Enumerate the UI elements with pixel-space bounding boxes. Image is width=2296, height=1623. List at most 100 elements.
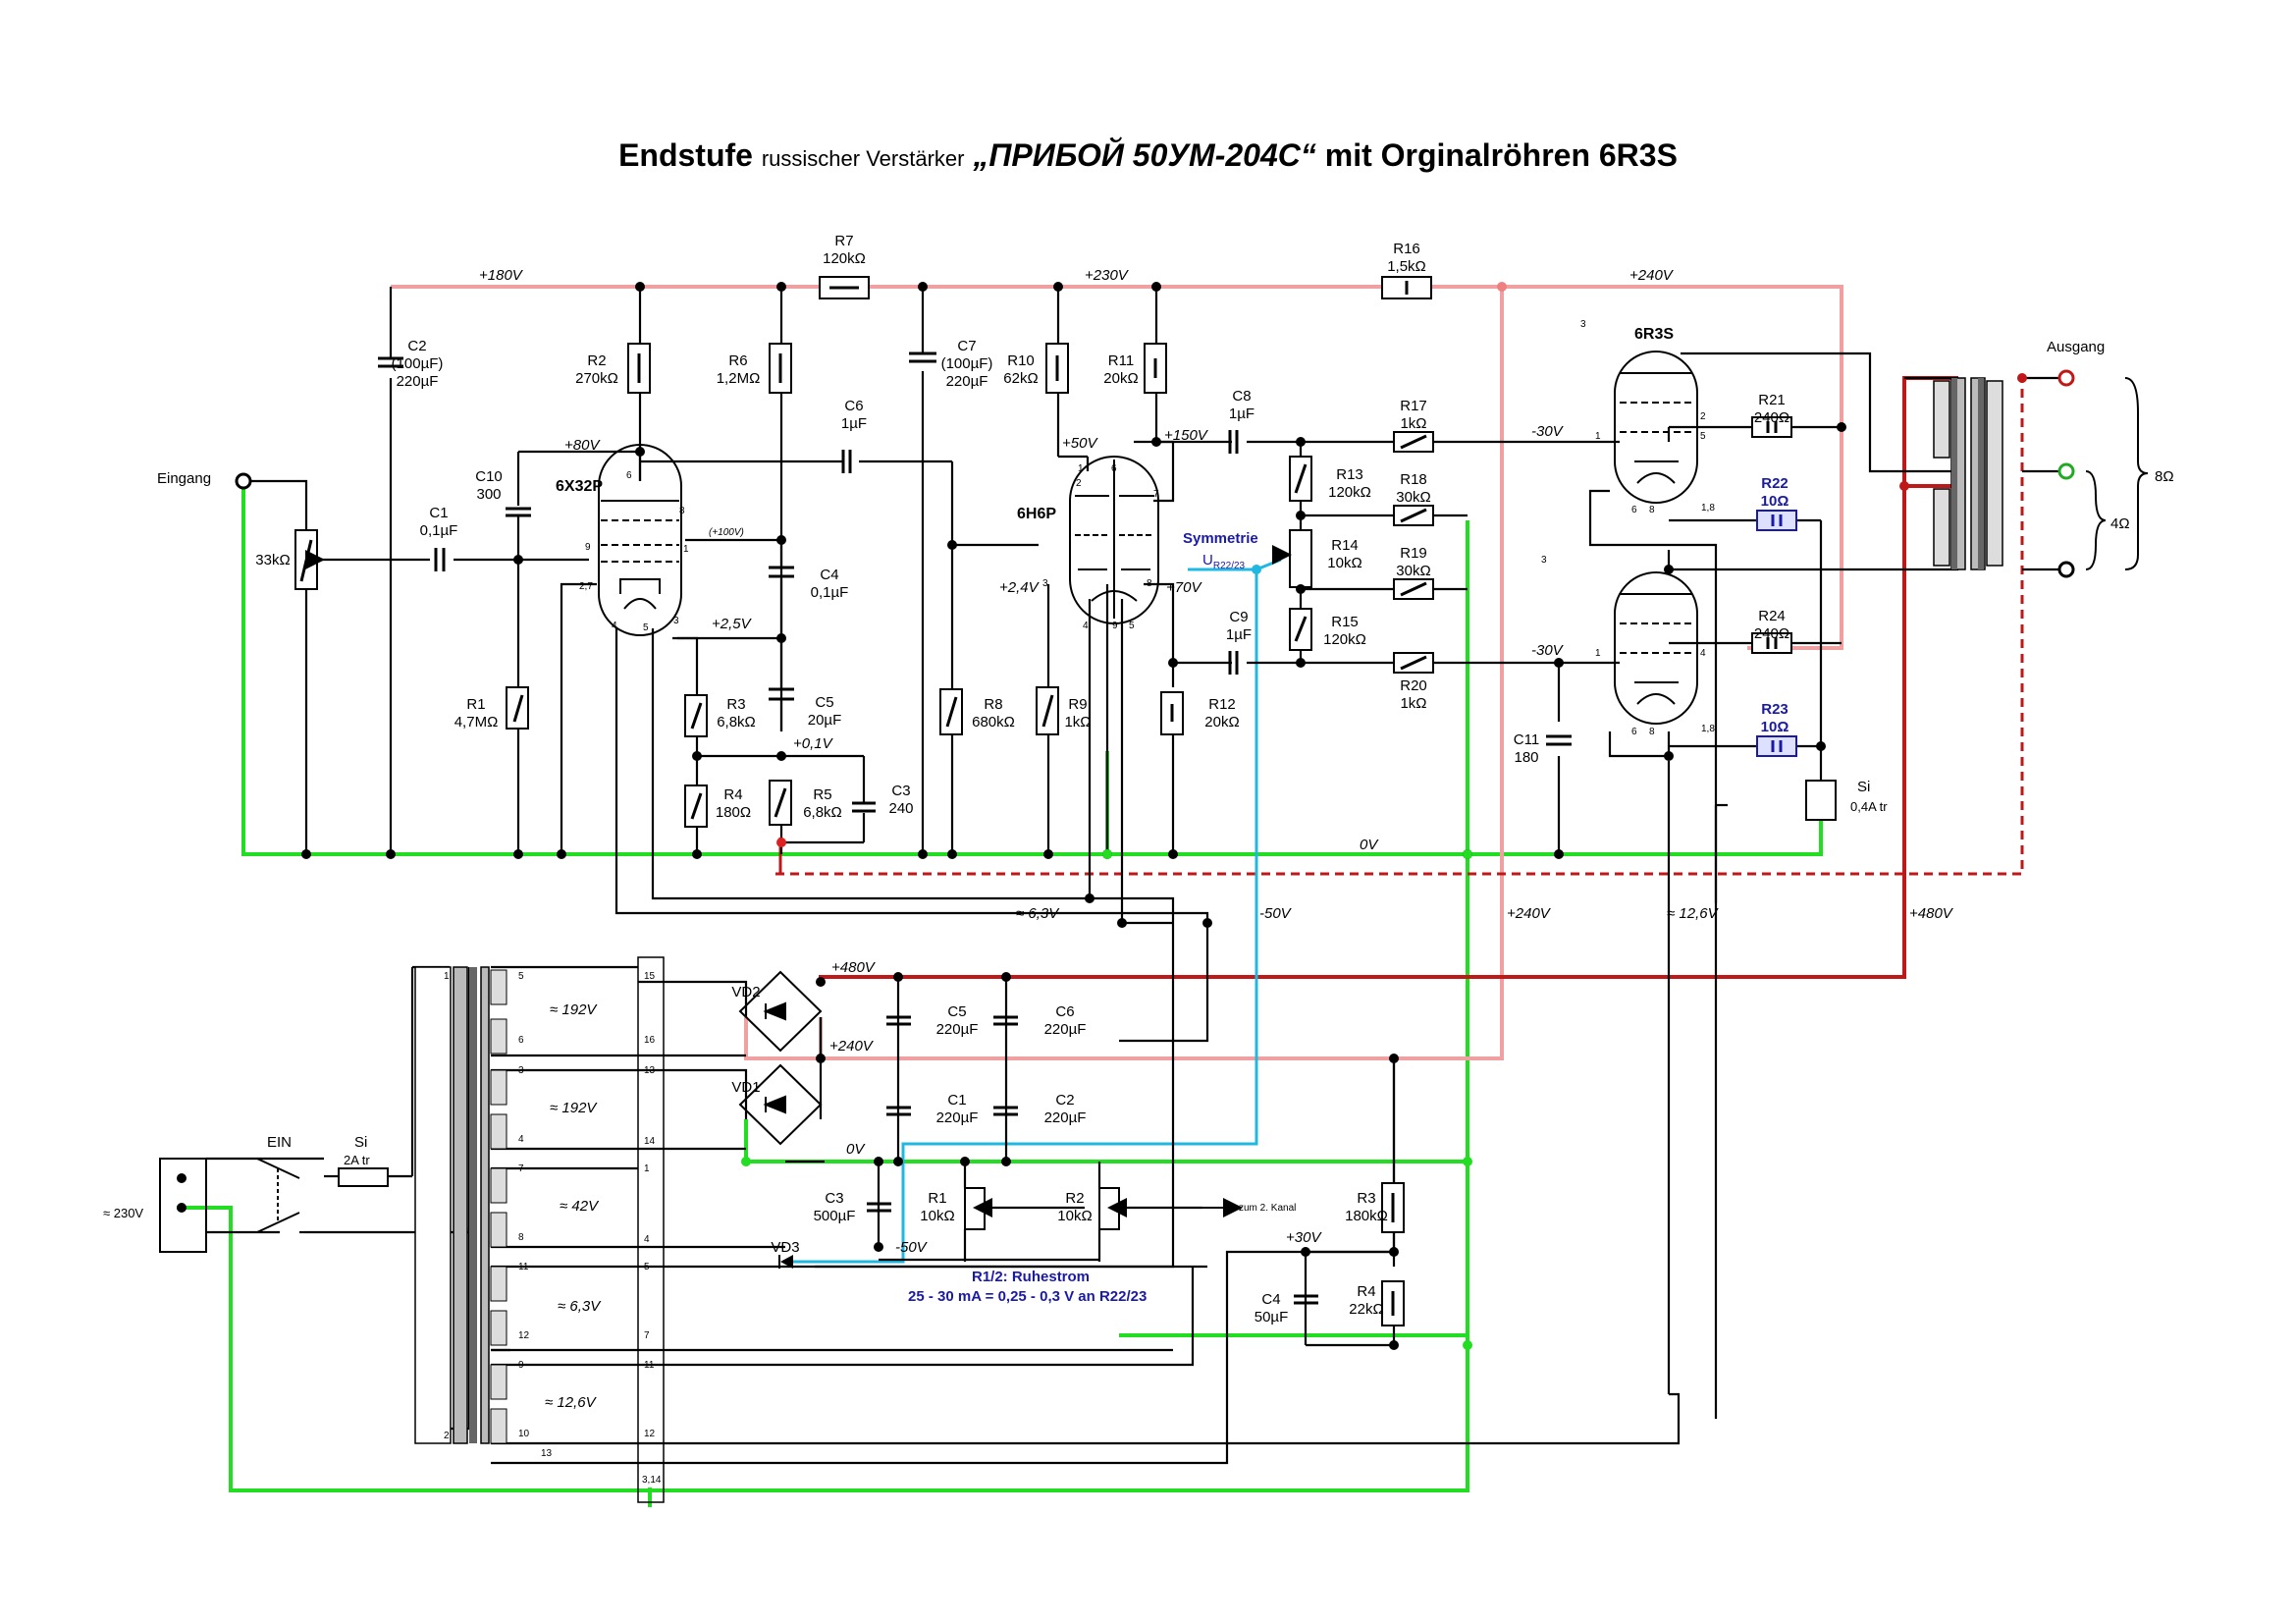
pin-label: 5 xyxy=(518,971,524,982)
svg-text:+240V: +240V xyxy=(1629,267,1675,284)
tube-6r3s-top xyxy=(1614,351,1698,504)
component-label-r8: R8 xyxy=(984,696,1002,713)
svg-text:-30V: -30V xyxy=(1531,642,1565,659)
output-label: Ausgang xyxy=(2047,339,2105,355)
component-label-c9: 1µF xyxy=(1226,626,1252,643)
component-label-c7: C7 xyxy=(957,338,976,354)
component-label-r23: 10Ω xyxy=(1761,719,1789,735)
component-label-c7: 220µF xyxy=(946,373,988,390)
component-label-r24: R24 xyxy=(1758,608,1786,624)
impedance-4-label: 4Ω xyxy=(2110,515,2130,532)
tube-6h6p-label: 6H6P xyxy=(1017,506,1056,522)
pin-label: 3,14 xyxy=(642,1475,662,1486)
component-label-r2: R2 xyxy=(587,352,606,369)
component-label-pot: 33kΩ xyxy=(255,552,290,568)
mains-transformer xyxy=(414,956,665,1503)
tube-6r3s-label: 6R3S xyxy=(1634,326,1674,343)
pin-label: 5 xyxy=(644,1262,650,1272)
component-label-ps-c3: C3 xyxy=(825,1190,843,1207)
component-label-c9: C9 xyxy=(1229,609,1248,625)
fuse-main-value: 2A tr xyxy=(344,1153,370,1167)
component-label-r18: 30kΩ xyxy=(1396,489,1430,506)
component-label-r10: R10 xyxy=(1007,352,1035,369)
pin-label: 12 xyxy=(644,1429,656,1439)
pin-label: 4 xyxy=(644,1234,650,1245)
pin-label: 3 xyxy=(1541,555,1547,566)
fuse-main-label: Si xyxy=(354,1134,367,1151)
component-label-c11: 180 xyxy=(1514,749,1538,766)
pin-label: 13 xyxy=(644,1065,656,1076)
pin-label: 8 xyxy=(679,506,685,516)
component-label-c2: C2 xyxy=(407,338,426,354)
component-label-r1: R1 xyxy=(466,696,485,713)
component-label-r12: 20kΩ xyxy=(1204,714,1239,730)
symmetry-label: Symmetrie xyxy=(1183,530,1258,547)
mains-label: ≈ 230V xyxy=(103,1206,143,1220)
component-label-r4: 180Ω xyxy=(716,804,751,821)
pin-label: 16 xyxy=(644,1035,656,1046)
component-label-r14: 10kΩ xyxy=(1327,555,1362,571)
component-label-r5: R5 xyxy=(813,786,831,803)
pin-label: 3 xyxy=(1042,578,1048,589)
component-label-c10: C10 xyxy=(475,468,503,485)
component-label-c6: C6 xyxy=(844,398,863,414)
pin-label: 5 xyxy=(1700,431,1706,442)
rectifier-vd2 xyxy=(738,970,823,1053)
svg-text:+480V: +480V xyxy=(1909,905,1954,922)
tube-6h6p xyxy=(1069,456,1159,624)
input-jack xyxy=(235,472,252,490)
component-label-r22: 10Ω xyxy=(1761,493,1789,510)
component-label-ps-c1: C1 xyxy=(947,1092,966,1109)
component-label-ps-r1: 10kΩ xyxy=(920,1208,954,1224)
fuse-out-label: Si xyxy=(1857,779,1870,795)
pin-label: 1,8 xyxy=(1701,503,1715,514)
component-label-r21: R21 xyxy=(1758,392,1786,408)
svg-text:≈ 12,6V: ≈ 12,6V xyxy=(1667,905,1720,922)
component-label-c4: C4 xyxy=(820,567,838,583)
pin-label: 5 xyxy=(1129,621,1135,631)
input-label: Eingang xyxy=(157,470,211,487)
component-label-r17: 1kΩ xyxy=(1400,415,1426,432)
tube-6x32p xyxy=(598,444,682,636)
pin-label: 4 xyxy=(612,621,617,631)
pin-label: 4 xyxy=(518,1134,524,1145)
tube-6r3s-bottom xyxy=(1614,571,1698,725)
component-label-r10: 62kΩ xyxy=(1003,370,1038,387)
output-transformer xyxy=(1933,377,2003,570)
pin-label: 6 xyxy=(1631,727,1637,737)
svg-text:+240V: +240V xyxy=(1507,905,1552,922)
pin-label: 4 xyxy=(1700,648,1706,659)
pin-label: 5 xyxy=(643,622,649,633)
component-label-ps-c6: 220µF xyxy=(1044,1021,1087,1038)
component-label-r22: R22 xyxy=(1761,475,1789,492)
component-label-c7: (100µF) xyxy=(941,355,993,372)
component-label-ps-c4: 50µF xyxy=(1255,1309,1289,1325)
component-label-r11: 20kΩ xyxy=(1103,370,1138,387)
svg-text:+0,1V: +0,1V xyxy=(793,735,834,752)
component-label-r23: R23 xyxy=(1761,701,1789,718)
component-label-r19: 30kΩ xyxy=(1396,563,1430,579)
output-terminals xyxy=(2057,369,2149,578)
pin-label: 1 xyxy=(1078,463,1084,474)
component-label-ps-c5: C5 xyxy=(947,1003,966,1020)
component-label-r9: R9 xyxy=(1068,696,1087,713)
component-label-r17: R17 xyxy=(1400,398,1427,414)
pin-label: 13 xyxy=(541,1448,553,1459)
component-label-c3: 240 xyxy=(888,800,913,817)
pin-label: 15 xyxy=(644,971,656,982)
component-label-c1: C1 xyxy=(429,505,448,521)
pin-label: 11 xyxy=(518,1262,529,1272)
component-label-c5: 20µF xyxy=(808,712,842,729)
component-label-ps-c2: C2 xyxy=(1055,1092,1074,1109)
pin-label: 8 xyxy=(518,1232,524,1243)
component-label-c4: 0,1µF xyxy=(811,584,849,601)
component-label-r18: R18 xyxy=(1400,471,1427,488)
bias-note-line1: R1/2: Ruhestrom xyxy=(972,1269,1090,1285)
svg-text:0V: 0V xyxy=(1360,837,1379,853)
component-label-r12: R12 xyxy=(1208,696,1236,713)
component-label-vd2: VD2 xyxy=(731,984,760,1001)
junction-dots xyxy=(301,282,2027,1350)
svg-text:-30V: -30V xyxy=(1531,423,1565,440)
pin-label: 3 xyxy=(518,1065,524,1076)
